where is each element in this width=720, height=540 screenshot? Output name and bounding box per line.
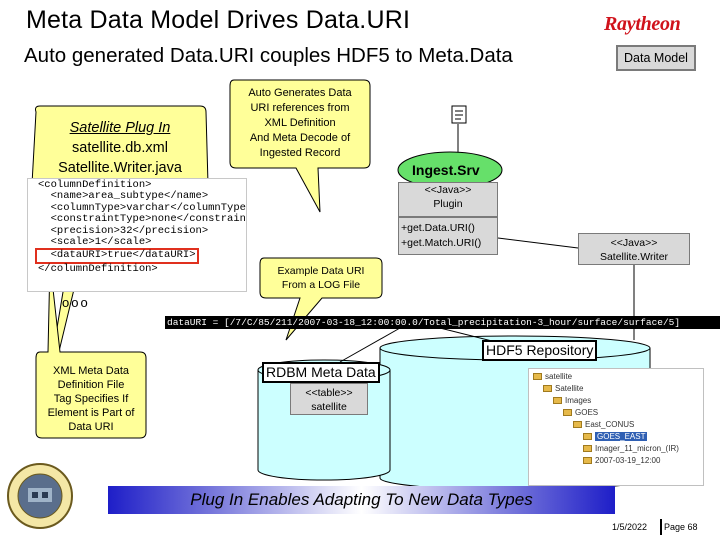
tree-row[interactable]: Imager_11_micron_(IR) — [533, 443, 703, 455]
xml-note-line: Element is Part of — [47, 407, 135, 419]
ingest-srv-label: Ingest.Srv — [412, 162, 480, 178]
method-get-data-uri: +get.Data.URI() — [401, 222, 475, 234]
data-uri-string: dataURI = [/7/C/85/211/2007-03-18_12:00:… — [165, 316, 720, 329]
folder-icon — [573, 421, 582, 429]
tree-row-label: GOES — [575, 408, 599, 417]
xml-line: <precision>32</precision> — [38, 224, 209, 237]
plugin-class-box: <<Java>> Plugin — [398, 182, 498, 217]
hdf5-repository-label: HDF5 Repository — [482, 340, 598, 361]
plugin-callout-xml-file: satellite.db.xml — [72, 140, 168, 156]
plugin-callout-title: Satellite Plug In — [69, 120, 171, 136]
tree-row-label: GOES_EAST — [595, 432, 648, 441]
xml-note-callout-shape — [35, 261, 147, 439]
auto-callout-line: URI references from — [250, 102, 350, 114]
footer-date: 1/5/2022 — [612, 522, 648, 532]
xml-line: <columnDefinition> — [38, 179, 152, 191]
auto-callout-line: Ingested Record — [259, 147, 341, 159]
data-model-box: Data Model — [616, 45, 696, 71]
xml-note-line: Tag Specifies If — [53, 393, 129, 405]
plugin-callout: Satellite Plug In satellite.db.xml Satel… — [34, 118, 206, 178]
plugin-methods-box: +get.Data.URI() +get.Match.URI() — [398, 217, 498, 255]
folder-icon — [583, 433, 592, 441]
xml-note-line: Definition File — [57, 379, 125, 391]
rdbm-label: RDBM Meta Data — [262, 362, 380, 383]
xml-line: <name>area_subtype</name> — [38, 190, 209, 203]
writer-stereotype: <<Java>> — [610, 237, 658, 249]
auto-callout: Auto Generates Data URI references from … — [232, 86, 368, 161]
tree-row[interactable]: satellite — [533, 371, 703, 383]
folder-icon — [583, 445, 592, 453]
plugin-stereotype: <<Java>> — [424, 184, 472, 196]
xml-line: </columnDefinition> — [38, 262, 158, 275]
folder-icon — [543, 385, 552, 393]
rdbm-table-box: <<table>> satellite — [290, 383, 368, 415]
tree-row-label: 2007-03-19_12:00 — [595, 456, 661, 465]
banner: Plug In Enables Adapting To New Data Typ… — [108, 486, 615, 514]
folder-icon — [583, 457, 592, 465]
xml-note-callout: XML Meta Data Definition File Tag Specif… — [38, 364, 144, 434]
seal-logo — [7, 463, 73, 529]
footer-divider — [660, 519, 662, 535]
folder-icon — [553, 397, 562, 405]
tree-row-label: satellite — [545, 372, 573, 381]
tree-row-label: East_CONUS — [585, 420, 635, 429]
page-title: Meta Data Model Drives Data.URI — [26, 6, 411, 34]
page-subtitle: Auto generated Data.URI couples HDF5 to … — [24, 44, 513, 67]
example-callout-line: Example Data URI — [277, 265, 365, 277]
tree-row[interactable]: Images — [533, 395, 703, 407]
tree-row-label: Satellite — [555, 384, 584, 393]
xml-line: <constraintType>none</constraintType> — [50, 213, 246, 226]
writer-class-name: Satellite.Writer — [599, 251, 669, 263]
document-icon — [451, 105, 467, 124]
connector-plugin-writer — [497, 237, 579, 249]
hdf5-tree-view: satellite Satellite Images GOES East_CON… — [528, 368, 704, 486]
tree-row[interactable]: GOES — [533, 407, 703, 419]
xml-note-line: XML Meta Data — [52, 365, 129, 377]
auto-callout-shape — [229, 79, 371, 213]
example-callout: Example Data URI From a LOG File — [262, 264, 380, 292]
xml-line: <columnType>varchar</columnType> — [38, 201, 247, 214]
xml-note-line: Data URI — [68, 421, 114, 433]
writer-class-box: <<Java>> Satellite.Writer — [578, 233, 690, 265]
ellipsis-text: ooo — [62, 295, 90, 310]
folder-icon — [533, 373, 542, 381]
auto-callout-line: And Meta Decode of — [249, 132, 351, 144]
xml-line: <scale>1</scale> — [38, 236, 152, 249]
xml-line-datauri-highlighted: <dataURI>true</dataURI> — [35, 248, 199, 264]
tree-row-selected[interactable]: GOES_EAST — [533, 431, 703, 443]
brand-logo: Raytheon — [604, 13, 681, 35]
auto-callout-line: Auto Generates Data — [248, 87, 352, 99]
tree-row-label: Imager_11_micron_(IR) — [595, 444, 679, 453]
method-get-match-uri: +get.Match.URI() — [401, 237, 482, 249]
plugin-class-name: Plugin — [433, 198, 463, 210]
table-stereotype: <<table>> — [305, 387, 353, 399]
table-name: satellite — [311, 401, 347, 413]
tree-row[interactable]: East_CONUS — [533, 419, 703, 431]
plugin-callout-java-file: Satellite.Writer.java — [58, 160, 182, 176]
xml-definition-panel: <columnDefinition> <name>area_subtype</n… — [27, 178, 247, 292]
tree-row[interactable]: 2007-03-19_12:00 — [533, 455, 703, 467]
footer-page-number: Page 68 — [664, 522, 698, 532]
auto-callout-line: XML Definition — [264, 117, 336, 129]
example-callout-line: From a LOG File — [281, 279, 361, 291]
tree-row[interactable]: Satellite — [533, 383, 703, 395]
folder-icon — [563, 409, 572, 417]
tree-row-label: Images — [565, 396, 592, 405]
connector-datauri-rdbm — [339, 327, 401, 363]
